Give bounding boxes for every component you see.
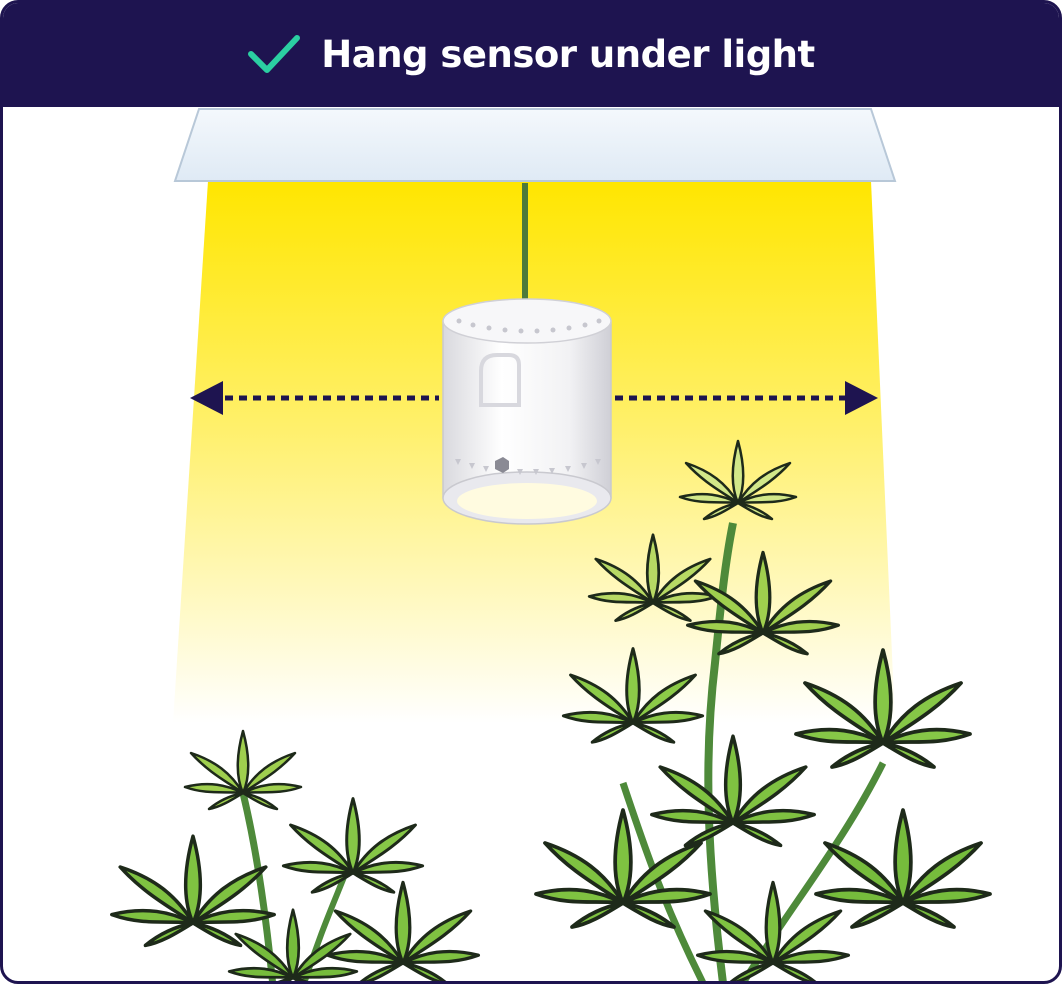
arrow-right-icon bbox=[845, 381, 878, 415]
header-content: Hang sensor under light bbox=[247, 32, 815, 76]
checkmark-icon bbox=[248, 35, 301, 73]
header-banner: Hang sensor under light bbox=[3, 3, 1059, 107]
coverage-arrow bbox=[190, 381, 878, 415]
scene-illustration bbox=[110, 108, 992, 981]
plant-icon bbox=[110, 729, 481, 981]
arrow-left-icon bbox=[190, 381, 223, 415]
grow-light-panel-icon bbox=[173, 108, 897, 182]
sensor-device-icon bbox=[442, 298, 612, 525]
page-title: Hang sensor under light bbox=[321, 32, 815, 76]
plant-icon bbox=[534, 439, 992, 981]
